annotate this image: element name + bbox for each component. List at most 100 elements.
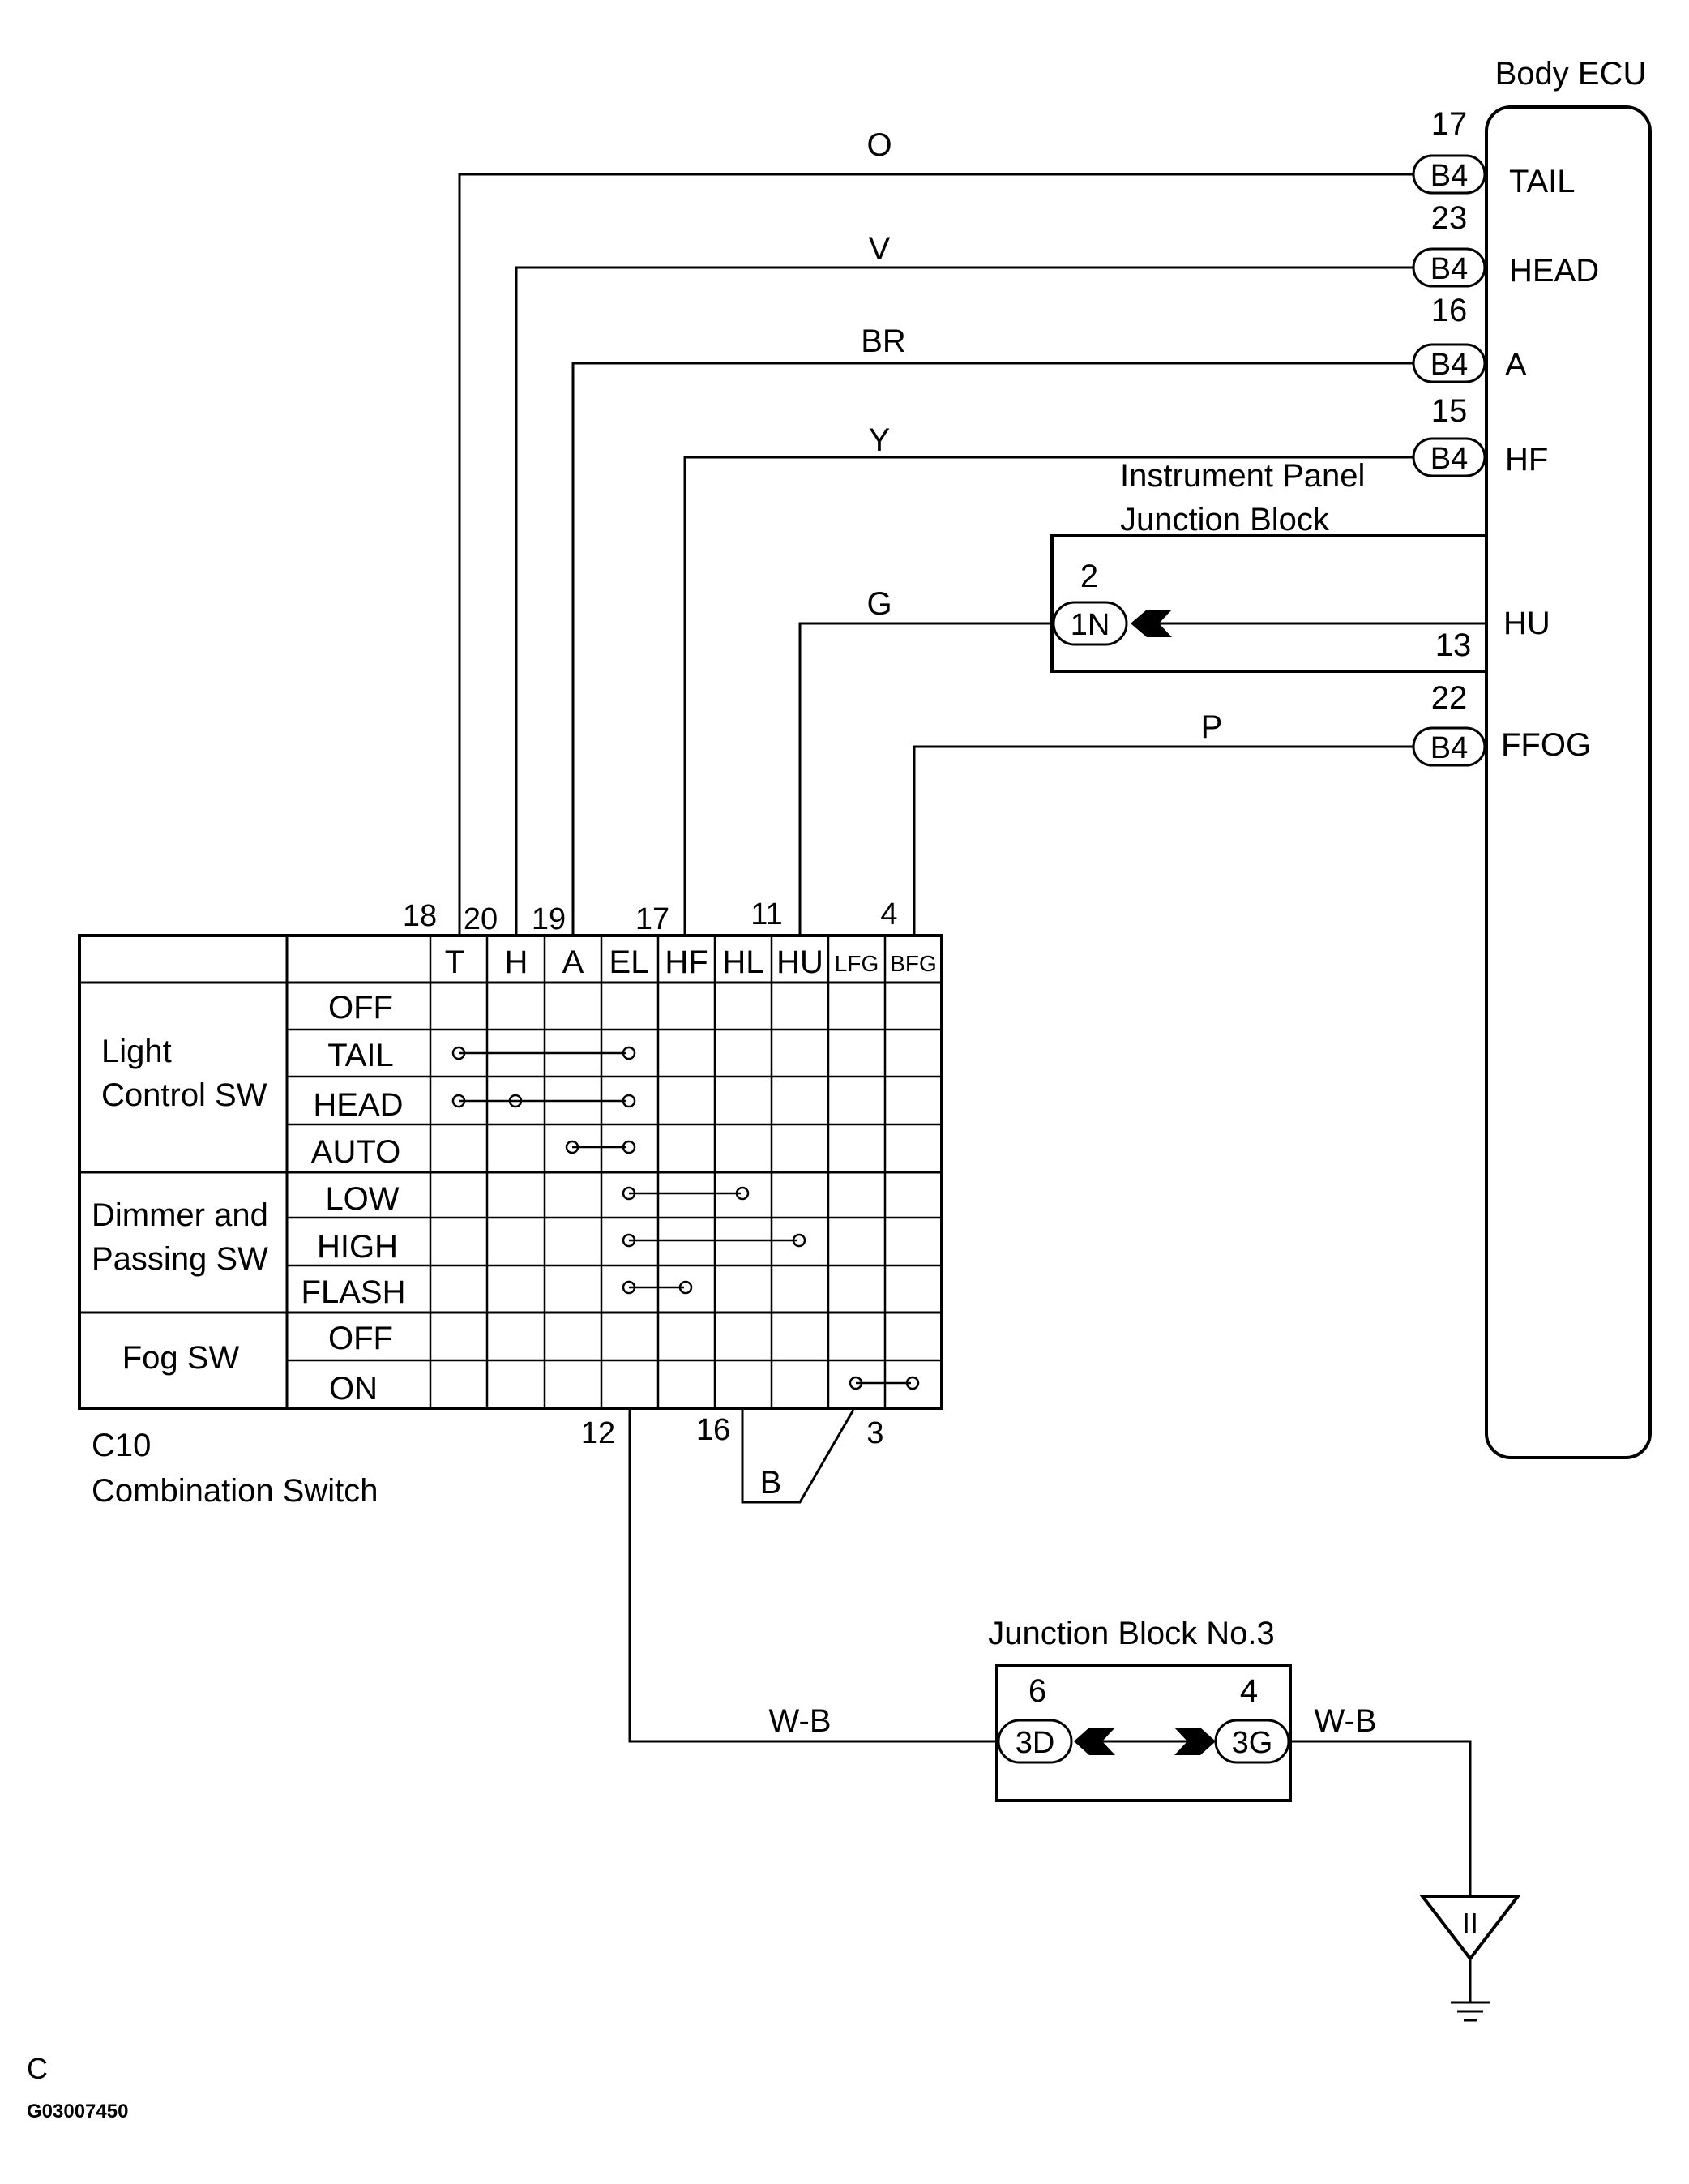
connector-label: B4 <box>1430 252 1468 286</box>
connector-arrow-left-icon <box>1074 1728 1115 1755</box>
switch-table-grid <box>79 936 942 1408</box>
connector-arrow-right-icon <box>1174 1728 1216 1755</box>
continuity-marks <box>451 1046 920 1390</box>
ecu-row-a: BR 16 B4 A <box>571 293 1527 934</box>
jb-pin-number: 6 <box>1028 1673 1046 1709</box>
ecu-terminal-label: FFOG <box>1501 727 1591 763</box>
combination-switch-table: T H A EL HF HL HU LFG BFG Light Control … <box>78 934 943 1410</box>
column-header: H <box>505 944 528 980</box>
position-label: LOW <box>325 1181 399 1217</box>
wire-color-label: B <box>760 1465 782 1501</box>
switch-top-pins: 18 20 19 17 11 4 <box>403 897 898 936</box>
connector-label: 3G <box>1232 1726 1273 1760</box>
position-label: FLASH <box>301 1274 406 1310</box>
group-label-dimmer: Passing SW <box>92 1241 268 1277</box>
ecu-pin-number: 17 <box>1431 106 1468 142</box>
jb-pin-number: 2 <box>1080 559 1098 594</box>
continuity-low <box>622 1186 750 1201</box>
connector-b4 <box>1412 726 1486 767</box>
wire-b <box>741 1409 855 1504</box>
wire-v <box>515 266 1415 934</box>
column-header: A <box>562 944 584 980</box>
footer-letter: C <box>27 2052 48 2085</box>
jb3-title: Junction Block No.3 <box>988 1616 1275 1651</box>
group-label-light-control: Light <box>101 1034 172 1069</box>
ecu-terminal-label: TAIL <box>1509 164 1576 199</box>
ecu-terminal-label: HF <box>1505 442 1548 477</box>
switch-pin-number: 11 <box>750 897 782 931</box>
column-header: BFG <box>890 951 937 976</box>
wire-color-label: W-B <box>768 1703 831 1739</box>
ecu-pin-number: 13 <box>1435 627 1472 663</box>
connector-label: 3D <box>1016 1726 1055 1760</box>
connector-b4 <box>1412 343 1486 383</box>
ground-point: W-B II <box>1290 1703 1522 2022</box>
connector-label: B4 <box>1430 442 1468 476</box>
wire-color-label: BR <box>861 323 906 359</box>
wire-y <box>683 456 1415 934</box>
continuity-fog-on <box>849 1376 920 1390</box>
switch-pin-number: 16 <box>696 1413 730 1447</box>
wire-color-label: V <box>869 231 891 267</box>
ground-label: II <box>1462 1907 1478 1940</box>
body-ecu: Body ECU <box>1485 56 1652 1459</box>
body-ecu-outline <box>1485 105 1652 1459</box>
ip-jb-outline <box>1050 534 1486 673</box>
ecu-row-hf: Y 15 B4 HF <box>683 393 1548 934</box>
jb-pin-number: 4 <box>1240 1673 1258 1709</box>
connector-b4 <box>1412 154 1486 195</box>
position-label: AUTO <box>311 1134 400 1170</box>
position-label: TAIL <box>327 1038 394 1073</box>
ip-jb-label-line2: Junction Block <box>1120 502 1330 537</box>
ecu-row-tail: O 17 B4 TAIL <box>458 106 1576 934</box>
continuity-flash <box>622 1280 693 1295</box>
column-header: T <box>445 944 464 980</box>
connector-label: B4 <box>1430 348 1468 382</box>
jb3-outline <box>995 1664 1292 1802</box>
ecu-terminal-label: HU <box>1503 606 1550 641</box>
switch-pin-number: 18 <box>403 899 437 933</box>
ground-triangle <box>1418 1895 1522 1962</box>
switch-pin-number: 17 <box>635 902 669 936</box>
switch-pin-number: 3 <box>866 1416 883 1450</box>
column-header: LFG <box>835 951 879 976</box>
connector-1n <box>1052 601 1128 646</box>
connector-3g <box>1214 1719 1290 1764</box>
ecu-pin-number: 16 <box>1431 293 1468 328</box>
column-header: HL <box>722 944 763 980</box>
wire-g <box>798 622 1054 934</box>
figure-code: G03007450 <box>27 2100 128 2122</box>
wire-color-label: P <box>1201 709 1223 745</box>
connector-b4 <box>1412 437 1486 477</box>
column-header: HF <box>665 944 708 980</box>
wire-p <box>913 745 1415 934</box>
switch-pin-number: 12 <box>581 1416 615 1450</box>
ecu-terminal-label: A <box>1505 347 1527 383</box>
position-label: HEAD <box>313 1087 403 1123</box>
connector-label: 1N <box>1071 608 1110 642</box>
ecu-pin-number: 22 <box>1431 680 1468 716</box>
ecu-pin-number: 23 <box>1431 200 1468 236</box>
wire-o <box>458 173 1415 934</box>
continuity-tail <box>451 1046 636 1060</box>
continuity-high <box>622 1233 806 1248</box>
connector-label: B4 <box>1430 731 1468 765</box>
ground-symbol-icon <box>1451 2001 1490 2022</box>
ip-jb-label-line1: Instrument Panel <box>1120 458 1365 494</box>
group-label-fog: Fog SW <box>122 1340 240 1376</box>
switch-bottom-wiring: 12 16 3 B W-B <box>581 1409 998 1743</box>
connector-3d <box>997 1719 1073 1764</box>
connector-arrow-icon <box>1131 610 1172 637</box>
wire-br <box>571 362 1415 934</box>
switch-pin-number: 19 <box>532 902 566 936</box>
ecu-row-head: V 23 B4 HEAD <box>515 200 1599 934</box>
wire-color-label: O <box>866 127 892 163</box>
connector-b4 <box>1412 247 1486 288</box>
switch-pin-number: 4 <box>880 897 897 931</box>
position-label: HIGH <box>317 1229 398 1265</box>
switch-pin-number: 20 <box>464 902 498 936</box>
wire-w-b-in <box>628 1410 998 1743</box>
group-label-dimmer: Dimmer and <box>92 1197 268 1233</box>
wire-color-label: Y <box>869 422 891 458</box>
